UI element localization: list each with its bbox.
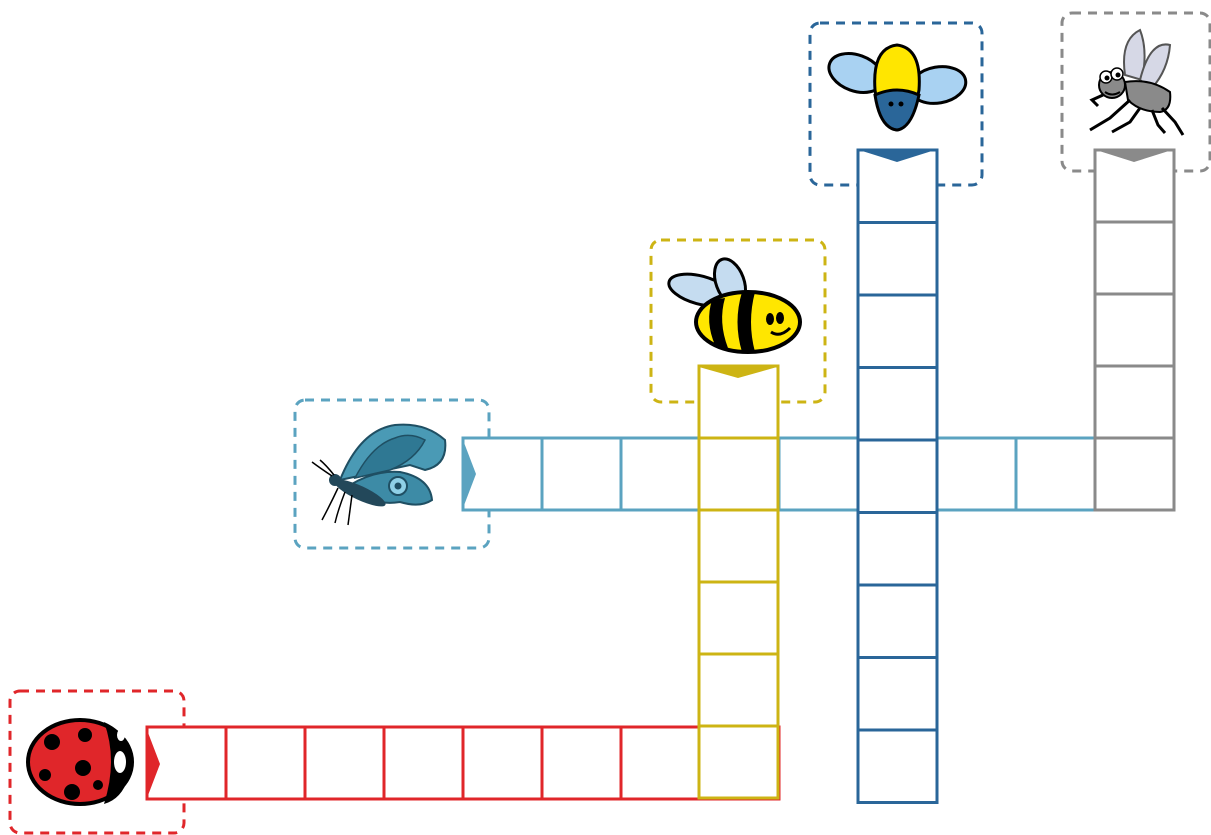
cell-fly-3[interactable]: [1093, 292, 1176, 368]
word-fly-cells: [1093, 148, 1176, 512]
clue-box-butterfly: [293, 398, 491, 550]
cell-ladybug-5[interactable]: [461, 725, 544, 801]
cell-bee-3[interactable]: [697, 508, 780, 584]
word-bee-cells: [697, 364, 780, 800]
cell-fly-1[interactable]: [1093, 148, 1176, 224]
cell-bee-1[interactable]: [697, 364, 780, 440]
start-arrow-bee: [699, 367, 777, 378]
cell-butterfly-8[interactable]: [1014, 436, 1097, 512]
cell-bluebird-2[interactable]: [856, 221, 939, 297]
bee-icon: [667, 257, 802, 354]
cell-butterfly-1[interactable]: [461, 436, 544, 512]
cell-butterfly-5[interactable]: [777, 436, 860, 512]
round-bug-icon: [827, 43, 968, 132]
word-ladybug-cells: [145, 725, 781, 801]
fly-icon: [1089, 28, 1185, 136]
cell-butterfly-3[interactable]: [619, 436, 702, 512]
cell-fly-5[interactable]: [1093, 436, 1176, 512]
cell-ladybug-7[interactable]: [619, 725, 702, 801]
cell-bluebird-4[interactable]: [856, 366, 939, 442]
cell-ladybug-3[interactable]: [303, 725, 386, 801]
start-arrow-ladybug: [147, 730, 160, 798]
cell-bluebird-5[interactable]: [856, 438, 939, 514]
word-bug-cells: [856, 148, 939, 804]
ladybug-icon: [26, 718, 134, 806]
cell-ladybug-4[interactable]: [382, 725, 465, 801]
butterfly-icon: [311, 423, 447, 526]
cell-ladybug-6[interactable]: [540, 725, 623, 801]
cell-bluebird-3[interactable]: [856, 293, 939, 369]
cell-bee-4[interactable]: [697, 580, 780, 656]
cell-bluebird-7[interactable]: [856, 583, 939, 659]
cell-butterfly-2[interactable]: [540, 436, 623, 512]
cell-bluebird-6[interactable]: [856, 511, 939, 587]
start-arrow-butterfly: [463, 440, 476, 508]
cell-bluebird-9[interactable]: [856, 728, 939, 804]
cell-bee-5[interactable]: [697, 652, 780, 728]
cell-butterfly-7[interactable]: [935, 436, 1018, 512]
cell-bluebird-8[interactable]: [856, 656, 939, 732]
cell-bee-6[interactable]: [697, 724, 780, 800]
cell-fly-2[interactable]: [1093, 220, 1176, 296]
clue-box-fly: [1060, 11, 1211, 173]
start-arrow-bug: [859, 150, 935, 162]
word-butterfly-cells: [461, 436, 1176, 512]
cell-ladybug-1[interactable]: [145, 725, 228, 801]
cell-bee-2[interactable]: [697, 436, 780, 512]
cell-fly-4[interactable]: [1093, 364, 1176, 440]
cell-ladybug-2[interactable]: [224, 725, 307, 801]
start-arrow-fly: [1096, 150, 1172, 162]
